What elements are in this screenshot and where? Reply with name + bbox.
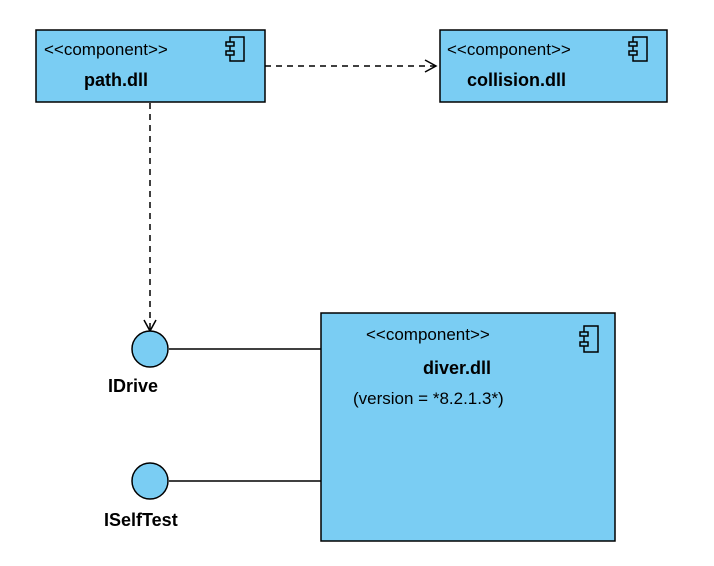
component-collision-dll-stereotype: <<component>>	[447, 40, 571, 59]
component-path-dll-name: path.dll	[84, 70, 148, 90]
component-diver-dll-stereotype: <<component>>	[366, 325, 490, 344]
interface-iselftest-name: ISelfTest	[104, 510, 178, 530]
component-diver-dll[interactable]: <<component>> diver.dll (version = *8.2.…	[320, 312, 616, 542]
component-diver-dll-property: (version = *8.2.1.3*)	[353, 389, 504, 408]
component-icon	[628, 36, 648, 62]
component-collision-dll-name: collision.dll	[467, 70, 566, 90]
interface-iselftest-lollipop[interactable]	[131, 462, 169, 500]
interface-idrive-lollipop[interactable]	[131, 330, 169, 368]
interface-idrive[interactable]: IDrive	[108, 330, 169, 396]
component-path-dll-stereotype: <<component>>	[44, 40, 168, 59]
interface-idrive-name: IDrive	[108, 376, 158, 396]
interface-iselftest[interactable]: ISelfTest	[104, 462, 178, 530]
component-icon	[225, 36, 245, 62]
component-diver-dll-name: diver.dll	[423, 358, 491, 378]
component-collision-dll[interactable]: <<component>> collision.dll	[439, 29, 668, 103]
component-path-dll[interactable]: <<component>> path.dll	[35, 29, 266, 103]
component-icon	[579, 325, 599, 353]
